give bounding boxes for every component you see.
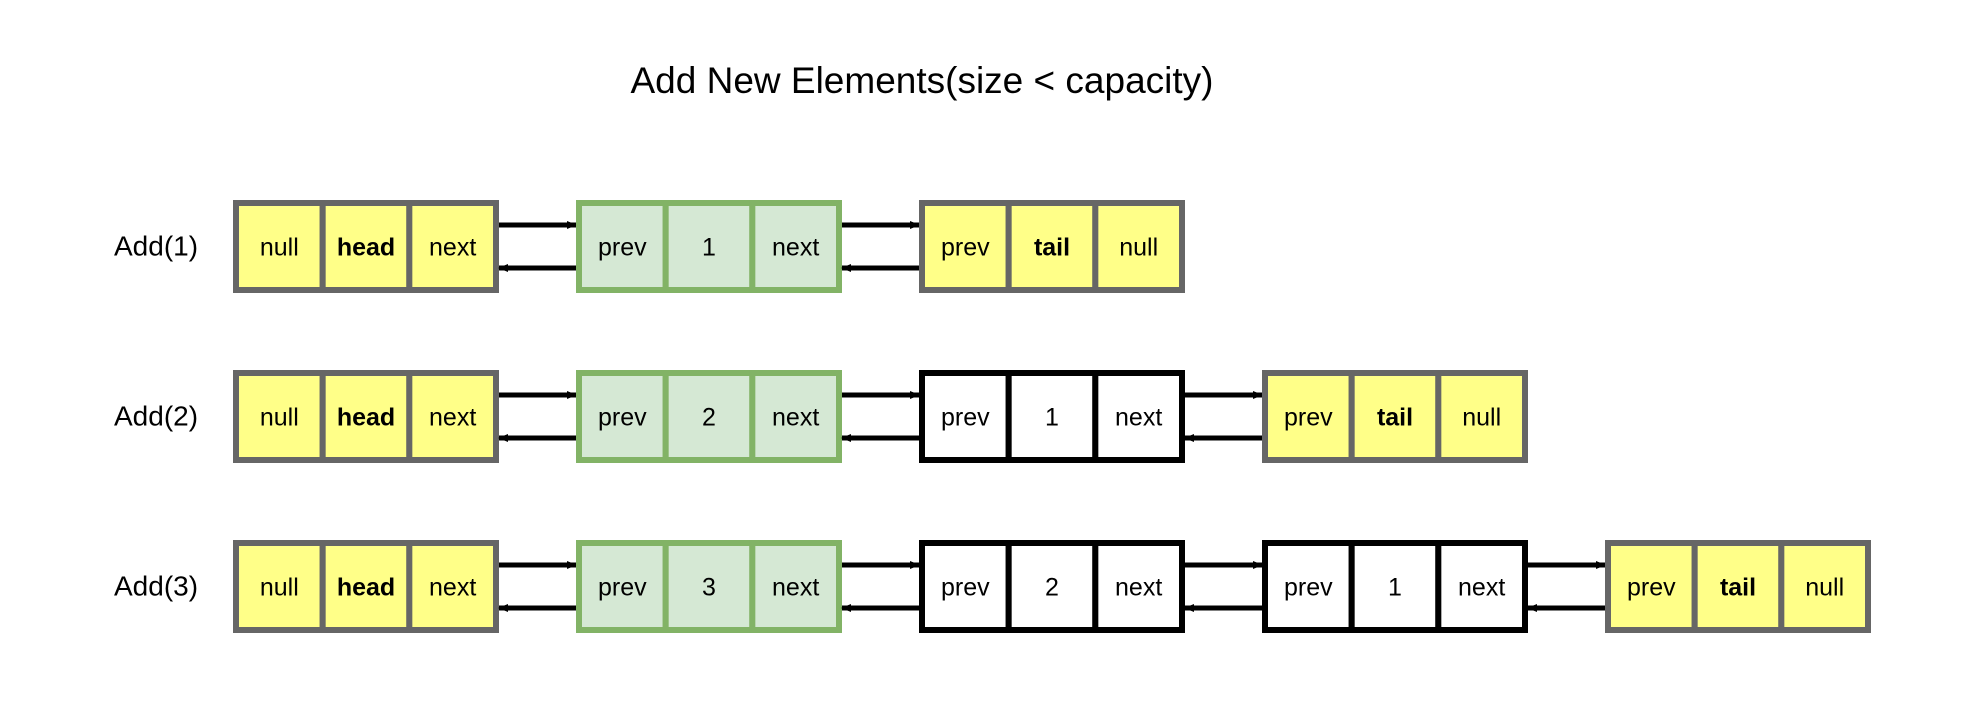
node-cell-text: 2: [1045, 574, 1059, 602]
node-cell-text: head: [337, 234, 395, 262]
node-cell-text: 3: [702, 574, 716, 602]
node-cell: [233, 200, 326, 293]
node-cell-text: prev: [1627, 574, 1676, 602]
node-cell: [1691, 540, 1785, 633]
list-node-new: prev 2 next: [576, 370, 842, 463]
node-cell: [406, 540, 500, 633]
node-cell-text: prev: [598, 574, 647, 602]
node-cell-text: prev: [1284, 574, 1333, 602]
list-node-tail: prev tail null: [919, 200, 1186, 293]
list-node-new: prev 1 next: [576, 200, 842, 293]
list-node-tail: prev tail null: [1605, 540, 1872, 633]
list-node-normal: prev 1 next: [1262, 540, 1529, 633]
node-cell: [406, 200, 500, 293]
node-cell-text: next: [1115, 404, 1162, 432]
row-label: Add(1): [114, 231, 198, 262]
node-cell-text: head: [337, 404, 395, 432]
node-cell-text: prev: [941, 574, 990, 602]
node-cell-text: next: [772, 404, 819, 432]
node-cell-text: prev: [1284, 404, 1333, 432]
node-cell: [749, 370, 842, 463]
node-cell: [576, 370, 669, 463]
list-node-new: prev 3 next: [576, 540, 842, 633]
node-cell-text: null: [260, 574, 299, 602]
node-cell-text: next: [772, 234, 819, 262]
node-cell-text: tail: [1034, 234, 1070, 262]
node-cell-text: 1: [1045, 404, 1059, 432]
node-cell: [406, 370, 500, 463]
node-cell: [1005, 370, 1099, 463]
node-cell-text: prev: [941, 234, 990, 262]
node-cell: [919, 370, 1012, 463]
node-cell: [1092, 200, 1186, 293]
row-add-1: Add(1) null head next prev 1 next prev tail null: [114, 200, 1186, 293]
node-cell: [1778, 540, 1872, 633]
node-cell-text: prev: [941, 404, 990, 432]
node-cell: [1092, 370, 1186, 463]
node-cell-text: null: [260, 404, 299, 432]
node-cell: [319, 370, 413, 463]
node-cell: [1348, 370, 1442, 463]
list-node-head: null head next: [233, 370, 500, 463]
node-cell: [576, 200, 669, 293]
node-cell-text: next: [1458, 574, 1505, 602]
node-cell-text: next: [429, 404, 476, 432]
node-cell-text: null: [1462, 404, 1501, 432]
node-cell: [1348, 540, 1442, 633]
node-cell: [749, 540, 842, 633]
node-cell-text: 2: [702, 404, 716, 432]
node-cell: [749, 200, 842, 293]
node-cell-text: tail: [1377, 404, 1413, 432]
node-cell: [233, 370, 326, 463]
node-cell-text: next: [429, 574, 476, 602]
row-label: Add(3): [114, 571, 198, 602]
node-cell: [1092, 540, 1186, 633]
node-cell: [1435, 540, 1529, 633]
node-cell: [662, 540, 756, 633]
list-node-normal: prev 1 next: [919, 370, 1186, 463]
node-cell-text: next: [1115, 574, 1162, 602]
node-cell: [1005, 540, 1099, 633]
node-cell: [1435, 370, 1529, 463]
node-cell-text: 1: [702, 234, 716, 262]
list-node-head: null head next: [233, 200, 500, 293]
diagram-title: Add New Elements(size < capacity): [631, 60, 1214, 101]
node-cell-text: null: [1119, 234, 1158, 262]
row-label: Add(2): [114, 401, 198, 432]
node-cell-text: null: [1805, 574, 1844, 602]
node-cell-text: null: [260, 234, 299, 262]
list-node-head: null head next: [233, 540, 500, 633]
node-cell-text: head: [337, 574, 395, 602]
list-node-normal: prev 2 next: [919, 540, 1186, 633]
node-cell-text: tail: [1720, 574, 1756, 602]
node-cell-text: next: [772, 574, 819, 602]
node-cell: [662, 370, 756, 463]
node-cell: [319, 200, 413, 293]
node-cell-text: 1: [1388, 574, 1402, 602]
node-cell-text: next: [429, 234, 476, 262]
node-cell-text: prev: [598, 234, 647, 262]
node-cell: [1262, 370, 1355, 463]
list-node-tail: prev tail null: [1262, 370, 1529, 463]
node-cell-text: prev: [598, 404, 647, 432]
